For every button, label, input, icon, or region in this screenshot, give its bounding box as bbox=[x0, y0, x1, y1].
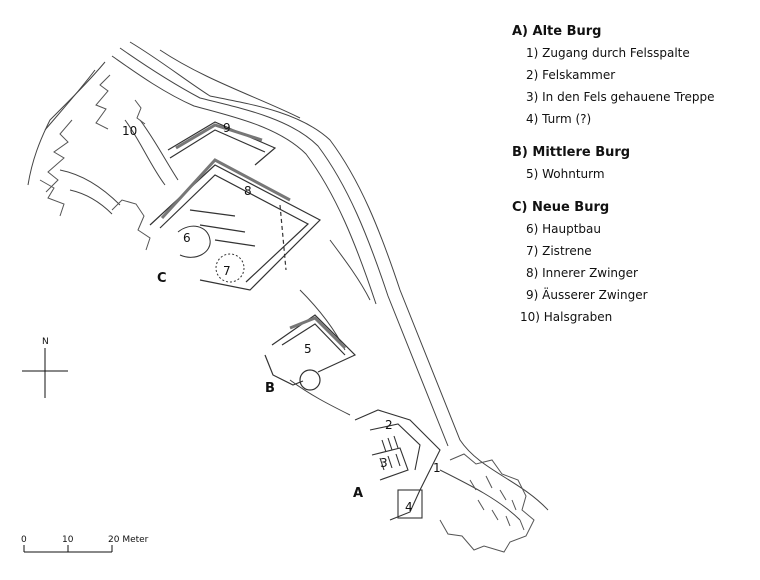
terrain-outline bbox=[27, 41, 549, 521]
rock-hatching-10 bbox=[39, 74, 146, 217]
mittlere-burg-walls bbox=[264, 314, 357, 391]
map-label-3: 3 bbox=[380, 456, 388, 470]
map-label-9: 9 bbox=[223, 121, 231, 135]
neue-burg-thick-walls bbox=[160, 123, 291, 220]
north-arrow-label: N bbox=[42, 337, 49, 347]
legend-item: 10) Halsgraben bbox=[520, 310, 613, 324]
scale-tick-10: 10 bbox=[62, 535, 74, 545]
rock-hatching-south bbox=[439, 453, 535, 553]
cistern-outline bbox=[215, 253, 245, 283]
legend-item: 3) In den Fels gehauene Treppe bbox=[526, 90, 715, 104]
map-label-section-a: A bbox=[353, 486, 363, 501]
mittlere-burg-thick-wall bbox=[289, 316, 347, 350]
hauptbau-outline bbox=[177, 225, 211, 258]
legend-item: 2) Felskammer bbox=[526, 68, 616, 82]
map-label-section-b: B bbox=[265, 381, 275, 396]
scale-tick-0: 0 bbox=[21, 535, 27, 545]
alte-burg-walls bbox=[354, 409, 441, 521]
legend-item: 4) Turm (?) bbox=[526, 112, 592, 126]
legend-item: 6) Hauptbau bbox=[526, 222, 602, 236]
map-label-7: 7 bbox=[223, 264, 231, 278]
north-arrow bbox=[22, 348, 68, 398]
neue-burg-walls bbox=[149, 121, 322, 291]
map-label-1: 1 bbox=[433, 461, 441, 475]
legend-item: 9) Äusserer Zwinger bbox=[526, 288, 648, 302]
legend: A) Alte Burg 1) Zugang durch Felsspalte … bbox=[512, 22, 752, 341]
legend-item: 5) Wohnturm bbox=[526, 167, 605, 181]
legend-item: 1) Zugang durch Felsspalte bbox=[526, 46, 690, 60]
map-label-2: 2 bbox=[385, 418, 393, 432]
map-label-section-c: C bbox=[157, 271, 167, 286]
scale-bar bbox=[23, 545, 113, 553]
legend-heading: A) Alte Burg bbox=[512, 24, 602, 39]
legend-group-mittlere-burg: B) Mittlere Burg 5) Wohnturm bbox=[512, 143, 752, 185]
legend-item: 7) Zistrene bbox=[526, 244, 592, 258]
scale-tick-20-meter: 20 Meter bbox=[108, 535, 149, 545]
legend-heading: B) Mittlere Burg bbox=[512, 145, 631, 160]
map-label-10: 10 bbox=[122, 124, 137, 138]
legend-group-neue-burg: C) Neue Burg 6) Hauptbau 7) Zistrene 8) … bbox=[512, 198, 752, 328]
map-label-5: 5 bbox=[304, 342, 312, 356]
map-label-6: 6 bbox=[183, 231, 191, 245]
legend-heading: C) Neue Burg bbox=[512, 200, 610, 215]
rock-edge-c bbox=[111, 199, 151, 251]
map-label-8: 8 bbox=[244, 184, 252, 198]
legend-group-alte-burg: A) Alte Burg 1) Zugang durch Felsspalte … bbox=[512, 22, 752, 130]
legend-item: 8) Innerer Zwinger bbox=[526, 266, 638, 280]
map-label-4: 4 bbox=[405, 500, 413, 514]
